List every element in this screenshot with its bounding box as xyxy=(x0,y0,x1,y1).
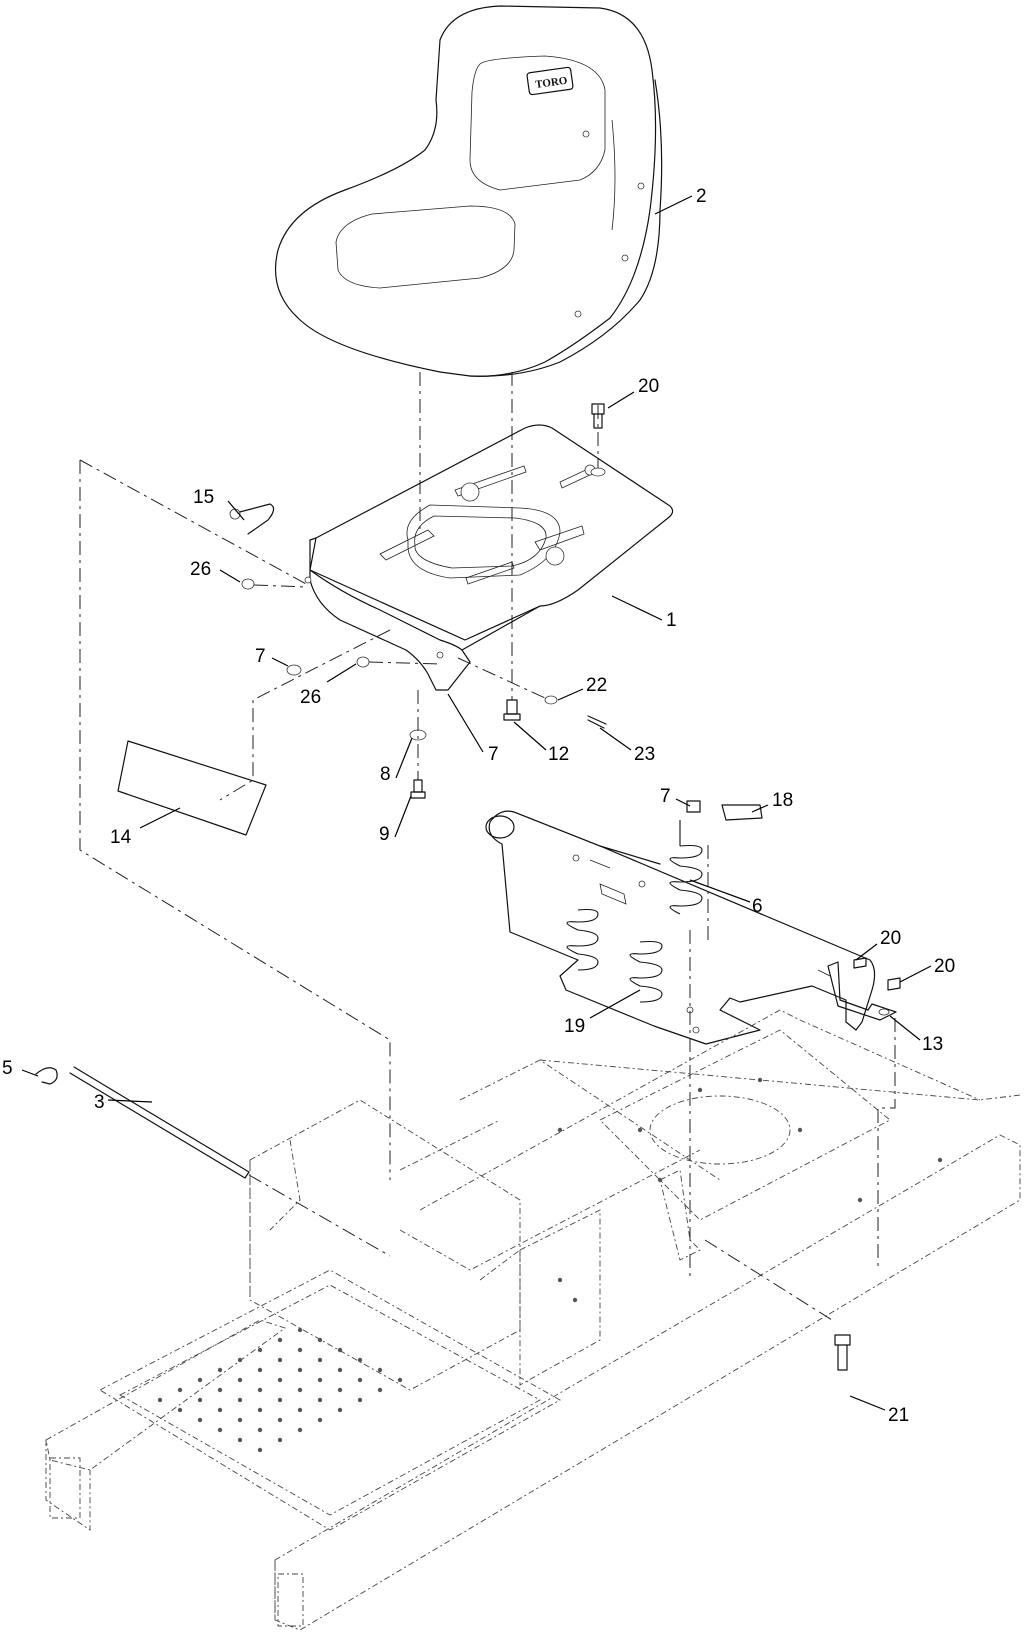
spring-middle xyxy=(629,940,663,1003)
callout-7-spring: 7 xyxy=(660,786,671,807)
spring-left xyxy=(566,908,599,971)
callout-20-mid: 20 xyxy=(880,928,901,949)
callout-20-right: 20 xyxy=(934,956,955,977)
callout-15: 15 xyxy=(193,487,214,508)
decal-14 xyxy=(117,740,267,836)
callout-8: 8 xyxy=(380,764,391,785)
callout-22: 22 xyxy=(586,675,607,696)
callout-14: 14 xyxy=(110,827,132,848)
callout-26-upper: 26 xyxy=(190,559,211,580)
fasteners xyxy=(229,403,701,813)
spring-right xyxy=(669,820,703,915)
seat: TORO xyxy=(274,5,663,377)
callouts: 2 20 15 26 1 7 22 26 7 12 23 8 9 14 7 18… xyxy=(2,186,955,1426)
callout-21: 21 xyxy=(888,1405,909,1426)
callout-3: 3 xyxy=(94,1092,105,1113)
leader-lines xyxy=(21,195,932,1411)
callout-26-lower: 26 xyxy=(300,687,321,708)
frame-holes xyxy=(157,1077,943,1453)
main-frame xyxy=(45,1009,1021,1631)
callout-18: 18 xyxy=(772,790,793,811)
callout-12: 12 xyxy=(548,744,569,765)
callout-20-top: 20 xyxy=(638,376,659,397)
callout-2: 2 xyxy=(696,186,707,207)
callout-7-left: 7 xyxy=(255,646,266,667)
callout-7-plate: 7 xyxy=(488,744,499,765)
pivot-rod xyxy=(35,1066,391,1257)
seat-plate xyxy=(304,424,674,691)
callout-6: 6 xyxy=(752,896,763,917)
callout-13: 13 xyxy=(922,1034,943,1055)
callout-5: 5 xyxy=(2,1058,13,1079)
callout-9: 9 xyxy=(379,824,390,845)
seat-logo: TORO xyxy=(535,75,569,91)
suspension xyxy=(485,810,901,1045)
callout-1: 1 xyxy=(666,610,677,631)
decals xyxy=(117,740,763,836)
callout-23: 23 xyxy=(634,744,655,765)
callout-19: 19 xyxy=(564,1016,585,1037)
decal-18 xyxy=(721,804,763,821)
